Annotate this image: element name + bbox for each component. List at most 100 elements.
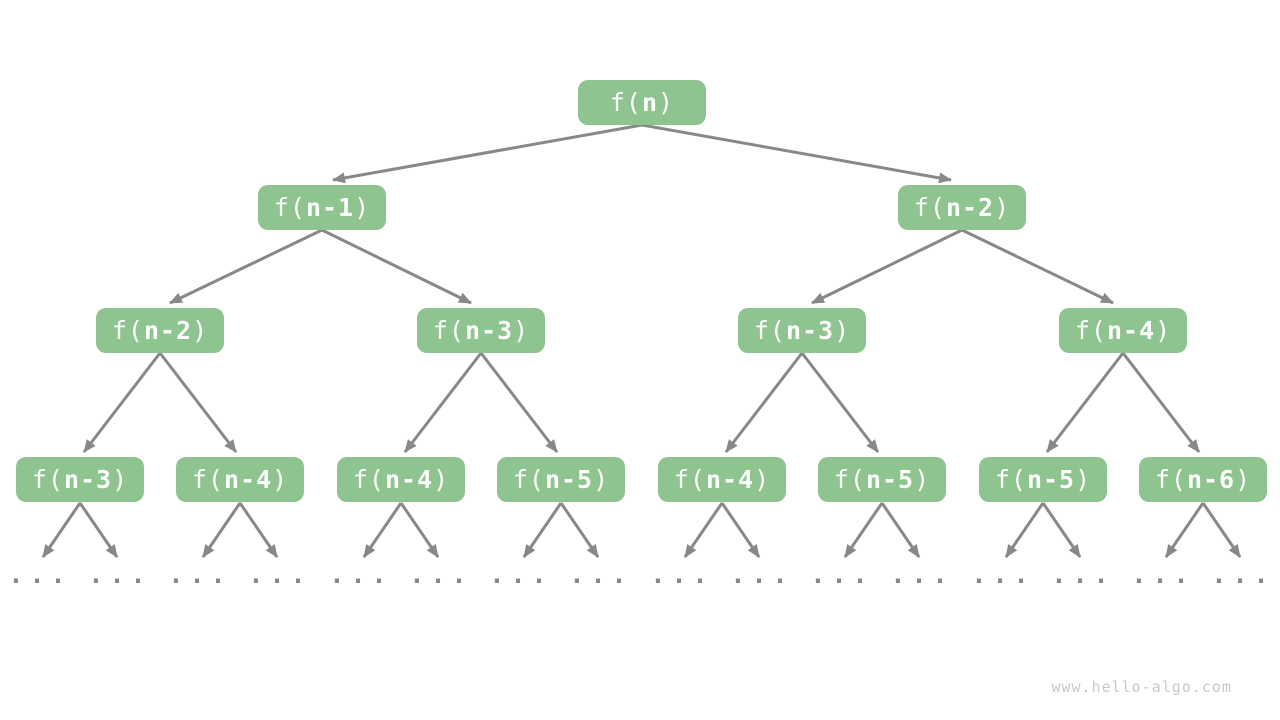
ellipsis-leaf: ... <box>489 560 553 589</box>
tree-node-f-n-4: f(n-4) <box>1059 308 1187 353</box>
edge <box>1201 502 1242 558</box>
ellipsis-leaf: ... <box>409 560 473 589</box>
edge <box>158 352 238 453</box>
node-label-var: n-4 <box>223 465 273 494</box>
ellipsis-leaf: ... <box>88 560 152 589</box>
edge <box>724 352 804 453</box>
edge <box>880 502 921 558</box>
node-label-post: ) <box>834 316 851 345</box>
node-label-post: ) <box>192 316 209 345</box>
node-label-pre: f( <box>111 316 144 345</box>
node-label-var: n-5 <box>1026 465 1076 494</box>
ellipsis-leaf: ... <box>248 560 312 589</box>
edge <box>41 502 82 558</box>
edge <box>961 228 1114 305</box>
tree-node-f-n: f(n) <box>578 80 706 125</box>
ellipsis-leaf: ... <box>650 560 714 589</box>
ellipsis-leaf: ... <box>329 560 393 589</box>
edge <box>78 502 119 558</box>
node-label-pre: f( <box>753 316 786 345</box>
node-label-var: n-5 <box>544 465 594 494</box>
ellipsis-leaf: ... <box>890 560 954 589</box>
node-label-post: ) <box>272 465 289 494</box>
tree-node-f-n-2: f(n-2) <box>898 185 1026 230</box>
node-label-post: ) <box>994 193 1011 222</box>
edge <box>332 123 643 184</box>
node-label-pre: f( <box>352 465 385 494</box>
edge <box>559 502 600 558</box>
node-label-pre: f( <box>1074 316 1107 345</box>
node-label-var: n-1 <box>305 193 355 222</box>
edge <box>720 502 761 558</box>
edge <box>641 123 952 184</box>
ellipsis-leaf: ... <box>810 560 874 589</box>
tree-node-f-n-4: f(n-4) <box>337 457 465 502</box>
node-label-var: n-6 <box>1186 465 1236 494</box>
node-label-var: n-3 <box>63 465 113 494</box>
node-label-var: n-3 <box>464 316 514 345</box>
edge <box>169 228 323 305</box>
tree-node-f-n-6: f(n-6) <box>1139 457 1267 502</box>
node-label-post: ) <box>658 88 675 117</box>
edge <box>522 502 563 558</box>
ellipsis-leaf: ... <box>168 560 232 589</box>
node-label-var: n-2 <box>945 193 995 222</box>
ellipsis-leaf: ... <box>569 560 633 589</box>
node-label-pre: f( <box>609 88 642 117</box>
node-label-pre: f( <box>273 193 306 222</box>
node-label-post: ) <box>1235 465 1252 494</box>
ellipsis-leaf: ... <box>1211 560 1275 589</box>
edge <box>1121 352 1201 453</box>
node-label-post: ) <box>112 465 129 494</box>
tree-node-f-n-3: f(n-3) <box>738 308 866 353</box>
tree-node-f-n-3: f(n-3) <box>16 457 144 502</box>
node-label-pre: f( <box>833 465 866 494</box>
ellipsis-leaf: ... <box>1051 560 1115 589</box>
tree-node-f-n-4: f(n-4) <box>176 457 304 502</box>
node-label-pre: f( <box>512 465 545 494</box>
node-label-post: ) <box>513 316 530 345</box>
ellipsis-leaf: ... <box>971 560 1035 589</box>
edge <box>1041 502 1082 558</box>
tree-node-f-n-2: f(n-2) <box>96 308 224 353</box>
node-label-post: ) <box>754 465 771 494</box>
ellipsis-leaf: ... <box>8 560 72 589</box>
node-label-post: ) <box>1075 465 1092 494</box>
edge <box>1164 502 1205 558</box>
node-label-pre: f( <box>1154 465 1187 494</box>
tree-node-f-n-1: f(n-1) <box>258 185 386 230</box>
node-label-pre: f( <box>673 465 706 494</box>
node-label-post: ) <box>914 465 931 494</box>
node-label-pre: f( <box>913 193 946 222</box>
ellipsis-leaf: ... <box>730 560 794 589</box>
node-label-pre: f( <box>432 316 465 345</box>
node-label-pre: f( <box>191 465 224 494</box>
tree-node-f-n-5: f(n-5) <box>979 457 1107 502</box>
node-label-post: ) <box>354 193 371 222</box>
edge <box>811 228 963 305</box>
edge <box>399 502 440 558</box>
watermark: www.hello-algo.com <box>1051 678 1232 696</box>
ellipsis-leaf: ... <box>1131 560 1195 589</box>
node-label-post: ) <box>433 465 450 494</box>
edge <box>362 502 403 558</box>
tree-node-f-n-5: f(n-5) <box>497 457 625 502</box>
node-label-var: n-4 <box>1106 316 1156 345</box>
edge <box>321 228 472 305</box>
edge <box>403 352 483 453</box>
edge <box>201 502 242 558</box>
node-label-post: ) <box>1155 316 1172 345</box>
edge <box>479 352 559 453</box>
edge <box>843 502 884 558</box>
node-label-var: n <box>641 88 659 117</box>
node-label-var: n-4 <box>384 465 434 494</box>
tree-node-f-n-5: f(n-5) <box>818 457 946 502</box>
edge <box>238 502 279 558</box>
node-label-var: n-5 <box>865 465 915 494</box>
edge <box>800 352 880 453</box>
edge <box>1004 502 1045 558</box>
node-label-var: n-3 <box>785 316 835 345</box>
edge <box>1045 352 1125 453</box>
